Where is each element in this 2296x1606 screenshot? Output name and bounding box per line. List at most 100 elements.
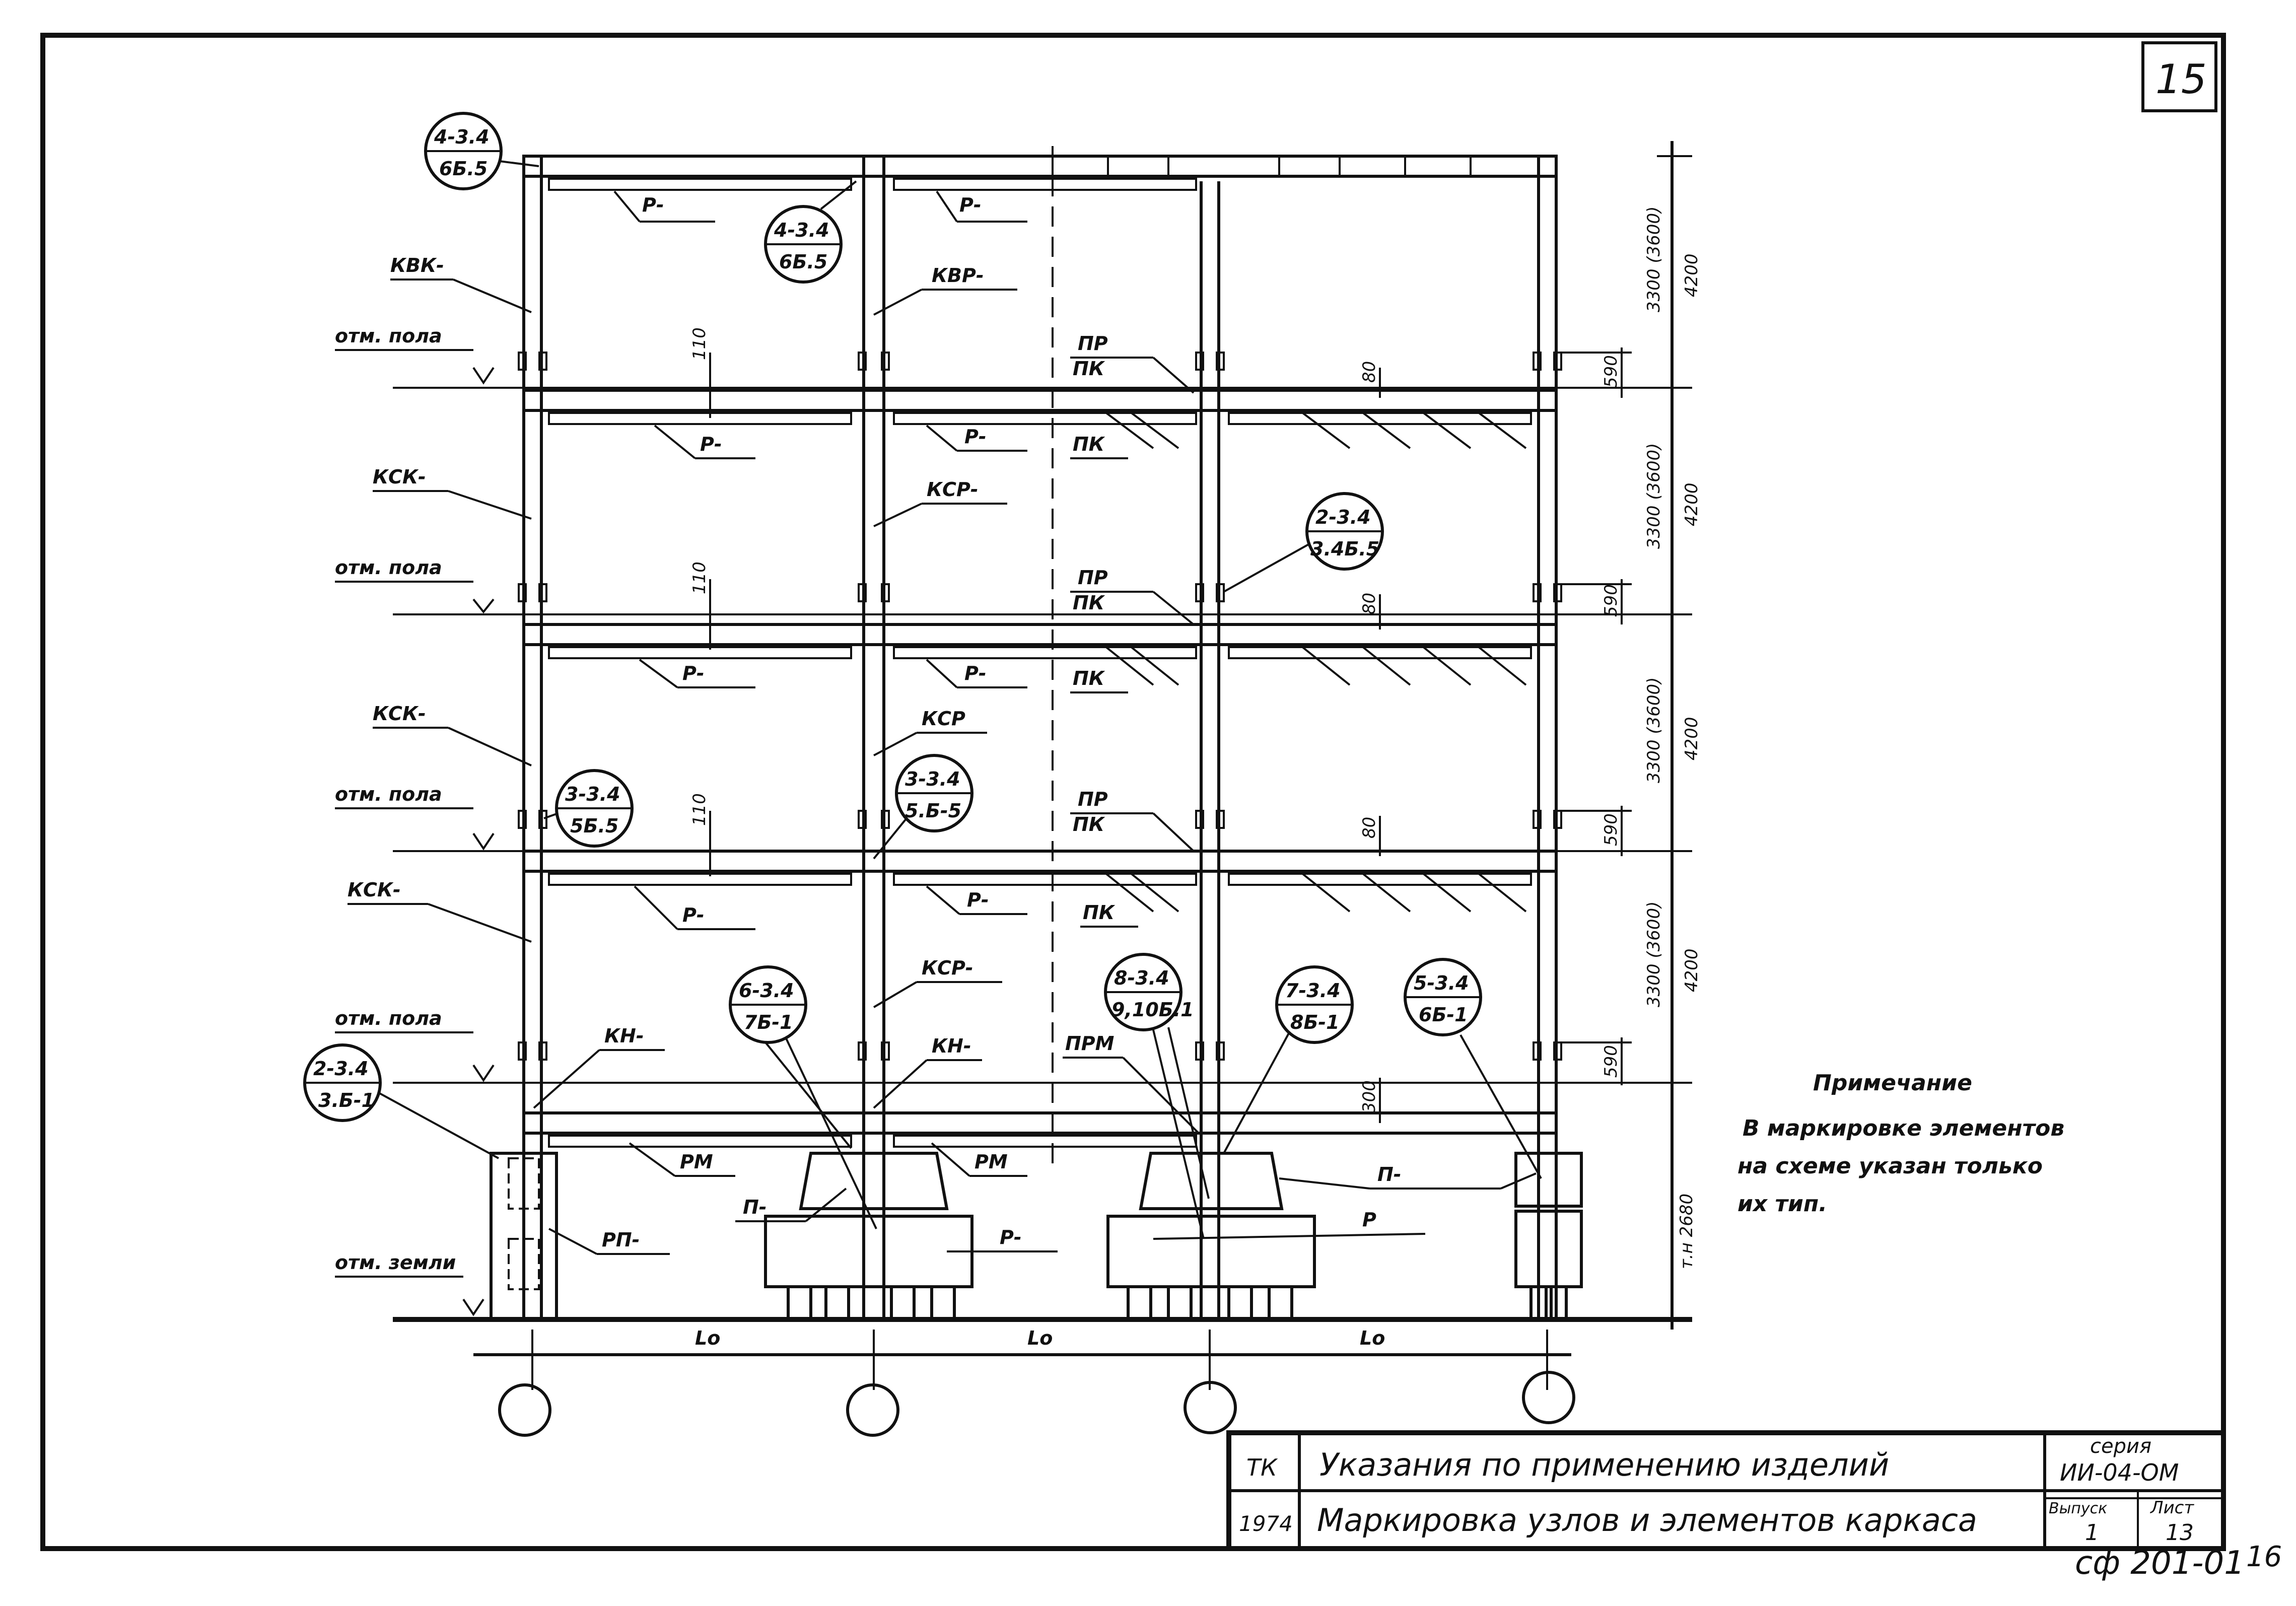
gap-80-1: 80 <box>1359 361 1379 383</box>
svg-text:2-3.4: 2-3.4 <box>313 1058 369 1080</box>
label-rp: РП- <box>602 1229 640 1251</box>
axis-bubble-4 <box>1522 1371 1575 1424</box>
svg-text:6-3.4: 6-3.4 <box>739 980 794 1002</box>
floor-slabs <box>522 389 1558 1135</box>
node-mark-4: 3-3.4 5Б.5 <box>543 769 634 848</box>
span-dimensions: Lo Lo Lo <box>473 1327 1575 1437</box>
label-pr-1: ПР <box>1078 332 1108 355</box>
tb-series-label: серия <box>2090 1435 2151 1458</box>
foundations <box>490 1152 1583 1321</box>
label-pr-2: ПР <box>1078 567 1108 589</box>
element-labels: КВК- КСК- КСК- КСК- КВР- КСР- КСР КСР- К… <box>347 190 1537 1255</box>
label-p-2: П- <box>1377 1163 1402 1185</box>
level-label-floor-1: отм. пола <box>335 325 442 347</box>
gap-80-3: 80 <box>1359 817 1379 839</box>
node-mark-1: 4-3.4 6Б.5 <box>424 112 539 190</box>
note-line-2: на схеме указан только <box>1737 1153 2043 1179</box>
storey-dim-4: 3300 (3600) <box>1644 901 1664 1007</box>
label-r-8: Р- <box>967 889 989 911</box>
page-number: 16 <box>2246 1541 2282 1573</box>
storey-alt-1: 4200 <box>1682 253 1702 297</box>
tb-year: 1974 <box>1239 1511 1293 1536</box>
label-r-6: Р- <box>964 662 987 684</box>
svg-text:3.Б-1: 3.Б-1 <box>318 1089 375 1111</box>
node-mark-7: 8-3.4 9,10Б.1 <box>1104 953 1210 1239</box>
gap-110-1: 110 <box>689 327 710 360</box>
label-r-3: Р- <box>700 433 722 455</box>
svg-text:6Б.5: 6Б.5 <box>779 251 827 273</box>
label-r-9: Р- <box>1000 1226 1022 1248</box>
level-label-floor-4: отм. пола <box>335 1007 442 1029</box>
sheet-number-box: 15 <box>2141 41 2217 112</box>
note-heading: Примечание <box>1813 1070 1972 1096</box>
level-label-floor-2: отм. пола <box>335 556 442 579</box>
axis-bubble-2 <box>846 1383 899 1437</box>
note-line-1: В маркировке элементов <box>1743 1115 2064 1141</box>
label-kvr: КВР- <box>932 264 984 287</box>
node-mark-9: 5-3.4 6Б-1 <box>1404 958 1542 1179</box>
tb-subtitle: Маркировка узлов и элементов каркаса <box>1317 1502 1977 1539</box>
roof-slab <box>522 155 1558 178</box>
gap-annotations: 110 110 110 80 80 80 300 590 590 590 590 <box>689 327 1632 1123</box>
column-joints <box>518 352 1562 1061</box>
svg-text:6Б.5: 6Б.5 <box>439 158 488 180</box>
label-kvk: КВК- <box>390 254 444 276</box>
svg-text:4-3.4: 4-3.4 <box>774 219 829 241</box>
title-block: ТК Указания по применению изделий 1974 М… <box>1226 1430 2226 1551</box>
span-label-3: Lo <box>1360 1327 1385 1349</box>
svg-text:9,10Б.1: 9,10Б.1 <box>1111 999 1194 1021</box>
storey-dim-2: 3300 (3600) <box>1644 443 1664 549</box>
storey-dim-1: 3300 (3600) <box>1644 206 1664 312</box>
slab-hatching <box>1102 409 1527 913</box>
label-r-2: Р- <box>959 194 982 216</box>
svg-text:3-3.4: 3-3.4 <box>905 768 960 790</box>
storey-alt-3: 4200 <box>1682 717 1702 760</box>
axis-bubble-3 <box>1184 1381 1237 1434</box>
node-mark-5: 3-3.4 5.Б-5 <box>873 754 973 860</box>
columns <box>522 156 1558 1319</box>
gap-590-3: 590 <box>1601 813 1621 846</box>
node-marks: 4-3.4 6Б.5 4-3.4 6Б.5 2-3.4 3.4Б.5 3-3.4… <box>303 112 1542 1239</box>
label-ksr-1: КСР- <box>927 478 979 501</box>
svg-text:5.Б-5: 5.Б-5 <box>905 800 961 822</box>
label-pk-1: ПК <box>1073 358 1105 380</box>
label-pr-3: ПР <box>1078 788 1108 810</box>
sheet-number: 15 <box>2155 56 2207 103</box>
gap-110-2: 110 <box>689 562 710 594</box>
label-pk-2: ПК <box>1073 433 1105 455</box>
storey-dim-3: 3300 (3600) <box>1644 677 1664 783</box>
tb-issue-value: 1 <box>2085 1520 2099 1546</box>
label-ksk-3: КСК- <box>347 879 401 901</box>
svg-text:2-3.4: 2-3.4 <box>1315 506 1371 528</box>
storey-alt-4: 4200 <box>1682 948 1702 992</box>
label-kn-2: КН- <box>932 1035 971 1057</box>
label-ksr-3: КСР- <box>922 957 973 979</box>
gap-110-3: 110 <box>689 793 710 826</box>
level-labels: отм. пола отм. пола отм. пола отм. пола … <box>335 325 495 1316</box>
note-line-3: их тип. <box>1737 1191 1827 1217</box>
label-ksr-2: КСР <box>922 708 965 730</box>
svg-text:7Б-1: 7Б-1 <box>744 1011 793 1033</box>
label-r-7: Р- <box>682 904 705 926</box>
svg-text:5Б.5: 5Б.5 <box>570 815 618 837</box>
svg-text:4-3.4: 4-3.4 <box>434 126 490 148</box>
label-prm: ПРМ <box>1065 1032 1115 1055</box>
svg-text:8-3.4: 8-3.4 <box>1114 967 1169 989</box>
storey-dimensions: 3300 (3600) 4200 3300 (3600) 4200 3300 (… <box>1644 141 1702 1330</box>
note-block: Примечание В маркировке элементов на схе… <box>1737 1070 2064 1217</box>
gap-590-2: 590 <box>1601 584 1621 617</box>
label-rm-2: РМ <box>975 1151 1008 1173</box>
stamp-code: сф 201-01 <box>2075 1545 2245 1582</box>
span-label-1: Lo <box>695 1327 720 1349</box>
label-r-1: Р- <box>642 194 664 216</box>
node-mark-10: 2-3.4 3.Б-1 <box>303 1043 499 1159</box>
sheet-frame <box>40 33 2226 1551</box>
tb-sheet-label: Лист <box>2149 1498 2194 1518</box>
span-label-2: Lo <box>1027 1327 1053 1349</box>
storey-alt-2: 4200 <box>1682 482 1702 526</box>
label-pk-4: ПК <box>1073 667 1105 689</box>
node-mark-6: 6-3.4 7Б-1 <box>729 965 877 1229</box>
gap-80-2: 80 <box>1359 593 1379 614</box>
node-mark-3: 2-3.4 3.4Б.5 <box>1223 492 1384 593</box>
